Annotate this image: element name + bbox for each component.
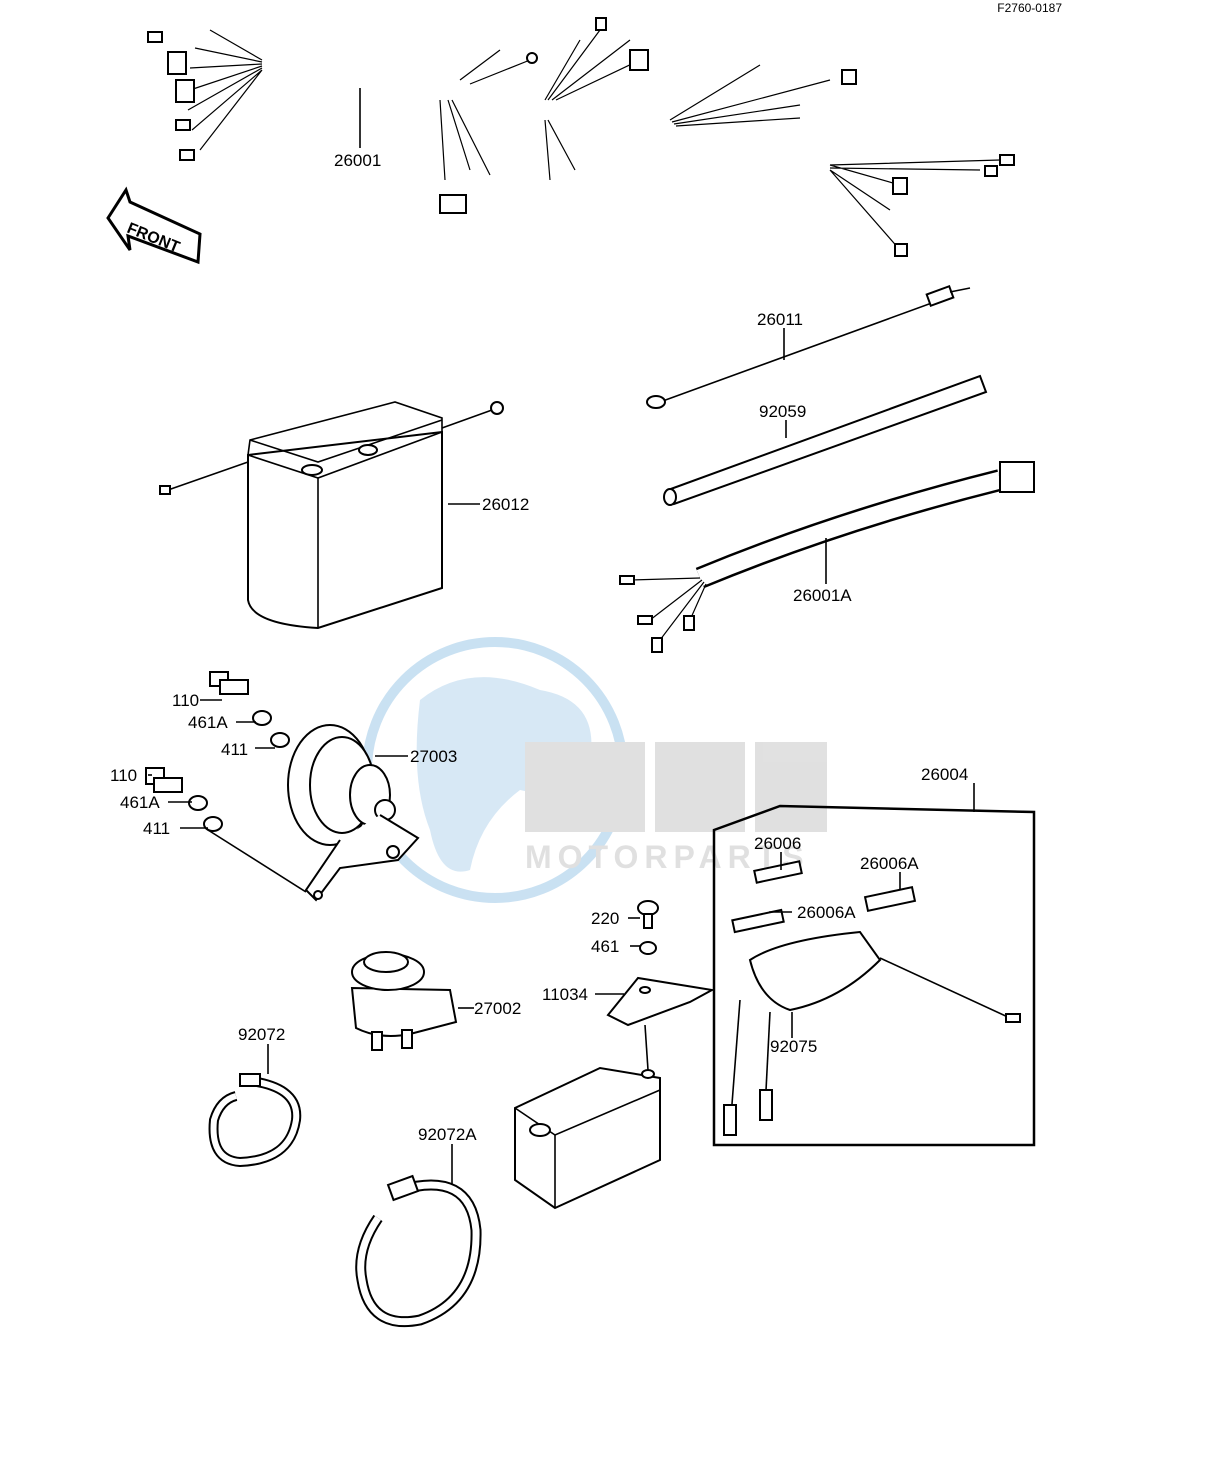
watermark-subtitle: MOTORPARTS (525, 839, 810, 875)
callout-26012: 26012 (482, 495, 529, 514)
callout-110-lower: 110 (110, 766, 137, 785)
callout-26006: 26006 (754, 834, 801, 853)
callout-27003: 27003 (410, 747, 457, 766)
callout-11034: 11034 (542, 985, 588, 1004)
callout-26006A-left: 26006A (797, 903, 856, 922)
callout-labels: 26001 26011 92059 26012 26001A 110 461A … (110, 151, 968, 1144)
battery-holder (514, 1066, 661, 1210)
bolts-and-washers (145, 671, 290, 832)
callout-92075: 92075 (770, 1037, 817, 1056)
watermark: MOTORPARTS (362, 637, 827, 903)
callout-411-upper: 411 (221, 740, 248, 759)
figure-code: F2760-0187 (997, 1, 1062, 15)
callout-92072: 92072 (238, 1025, 285, 1044)
fuse-assembly (712, 804, 1036, 1147)
callout-92072A: 92072A (418, 1125, 477, 1144)
band-92072 (208, 1073, 302, 1168)
callout-26006A-right: 26006A (860, 854, 919, 873)
callout-92059: 92059 (759, 402, 806, 421)
ground-lead (646, 284, 971, 409)
callout-26001: 26001 (334, 151, 381, 170)
callout-27002: 27002 (474, 999, 521, 1018)
leader-lines (148, 88, 975, 1184)
callout-461A-lower: 461A (120, 793, 160, 812)
callout-461: 461 (591, 937, 619, 956)
callout-220: 220 (591, 909, 619, 928)
main-wiring-harness (147, 17, 1015, 257)
callout-411-lower: 411 (143, 819, 170, 838)
front-arrow-icon: FRONT (106, 186, 202, 265)
callout-26004: 26004 (921, 765, 968, 784)
band-92072A (355, 1174, 482, 1328)
callout-461A-upper: 461A (188, 713, 228, 732)
relay (350, 951, 458, 1051)
bracket-hardware (606, 900, 716, 1071)
horn (287, 724, 420, 902)
callout-26011: 26011 (757, 310, 803, 329)
callout-26001A: 26001A (793, 586, 852, 605)
tube (663, 374, 988, 506)
battery (159, 401, 504, 630)
sub-harness (619, 461, 1035, 653)
callout-110-upper: 110 (172, 691, 199, 710)
